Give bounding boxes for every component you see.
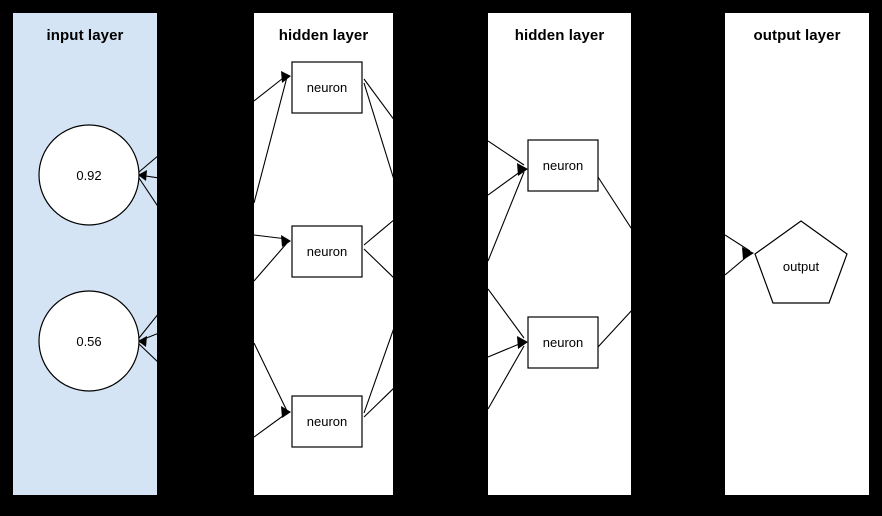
input-arrowheads xyxy=(138,170,147,347)
neuron-label: neuron xyxy=(543,158,583,173)
hidden-1-incoming-edges xyxy=(254,74,288,438)
layer-title-hidden-1: hidden layer xyxy=(278,27,369,44)
output-arrowheads-in xyxy=(742,247,754,260)
output-node-1[interactable]: output xyxy=(754,220,848,304)
hidden-2-node-1[interactable]: neuron xyxy=(527,139,599,192)
output-pentagon xyxy=(754,220,848,304)
layer-panel-hidden-2[interactable]: hidden layer neuron xyxy=(487,12,632,496)
neuron-box xyxy=(527,316,599,369)
layer-panel-hidden-1[interactable]: hidden layer xyxy=(253,12,394,496)
input-node-1[interactable]: 0.92 xyxy=(38,124,140,226)
neuron-box xyxy=(291,395,363,448)
neuron-label: neuron xyxy=(307,244,347,259)
neuron-label: neuron xyxy=(307,414,347,429)
hidden-1-outgoing-edges xyxy=(363,78,393,418)
hidden-2-arrowheads-in xyxy=(517,163,528,349)
input-node-circle xyxy=(38,290,140,392)
layer-panel-input[interactable]: input layer 0.92 0.56 xyxy=(12,12,158,496)
hidden-2-layer-graphics: neuron neuron xyxy=(488,139,631,410)
hidden-2-node-2[interactable]: neuron xyxy=(527,316,599,369)
input-incoming-edges xyxy=(138,155,157,362)
hidden-1-node-2[interactable]: neuron xyxy=(291,225,363,278)
output-layer-graphics: output xyxy=(725,220,848,304)
output-label: output xyxy=(783,259,820,274)
layer-title-input: input layer xyxy=(46,27,124,44)
hidden-2-outgoing-edges xyxy=(597,176,631,348)
input-node-2[interactable]: 0.56 xyxy=(38,290,140,392)
input-layer-graphics: 0.92 0.56 xyxy=(38,124,157,392)
neuron-label: neuron xyxy=(543,335,583,350)
input-node-value: 0.56 xyxy=(76,334,101,349)
hidden-1-arrowheads-in xyxy=(281,71,291,418)
layer-panel-output[interactable]: output layer output xyxy=(724,12,870,496)
neuron-box xyxy=(291,61,363,114)
input-node-circle xyxy=(38,124,140,226)
neuron-label: neuron xyxy=(307,80,347,95)
hidden-1-node-3[interactable]: neuron xyxy=(291,395,363,448)
layer-title-output: output layer xyxy=(753,27,841,44)
hidden-2-incoming-edges xyxy=(488,140,525,410)
layer-title-hidden-2: hidden layer xyxy=(514,27,605,44)
input-node-value: 0.92 xyxy=(76,168,101,183)
hidden-1-layer-graphics: neuron neuron neuron xyxy=(254,61,393,448)
neuron-box xyxy=(527,139,599,192)
neuron-box xyxy=(291,225,363,278)
hidden-1-node-1[interactable]: neuron xyxy=(291,61,363,114)
